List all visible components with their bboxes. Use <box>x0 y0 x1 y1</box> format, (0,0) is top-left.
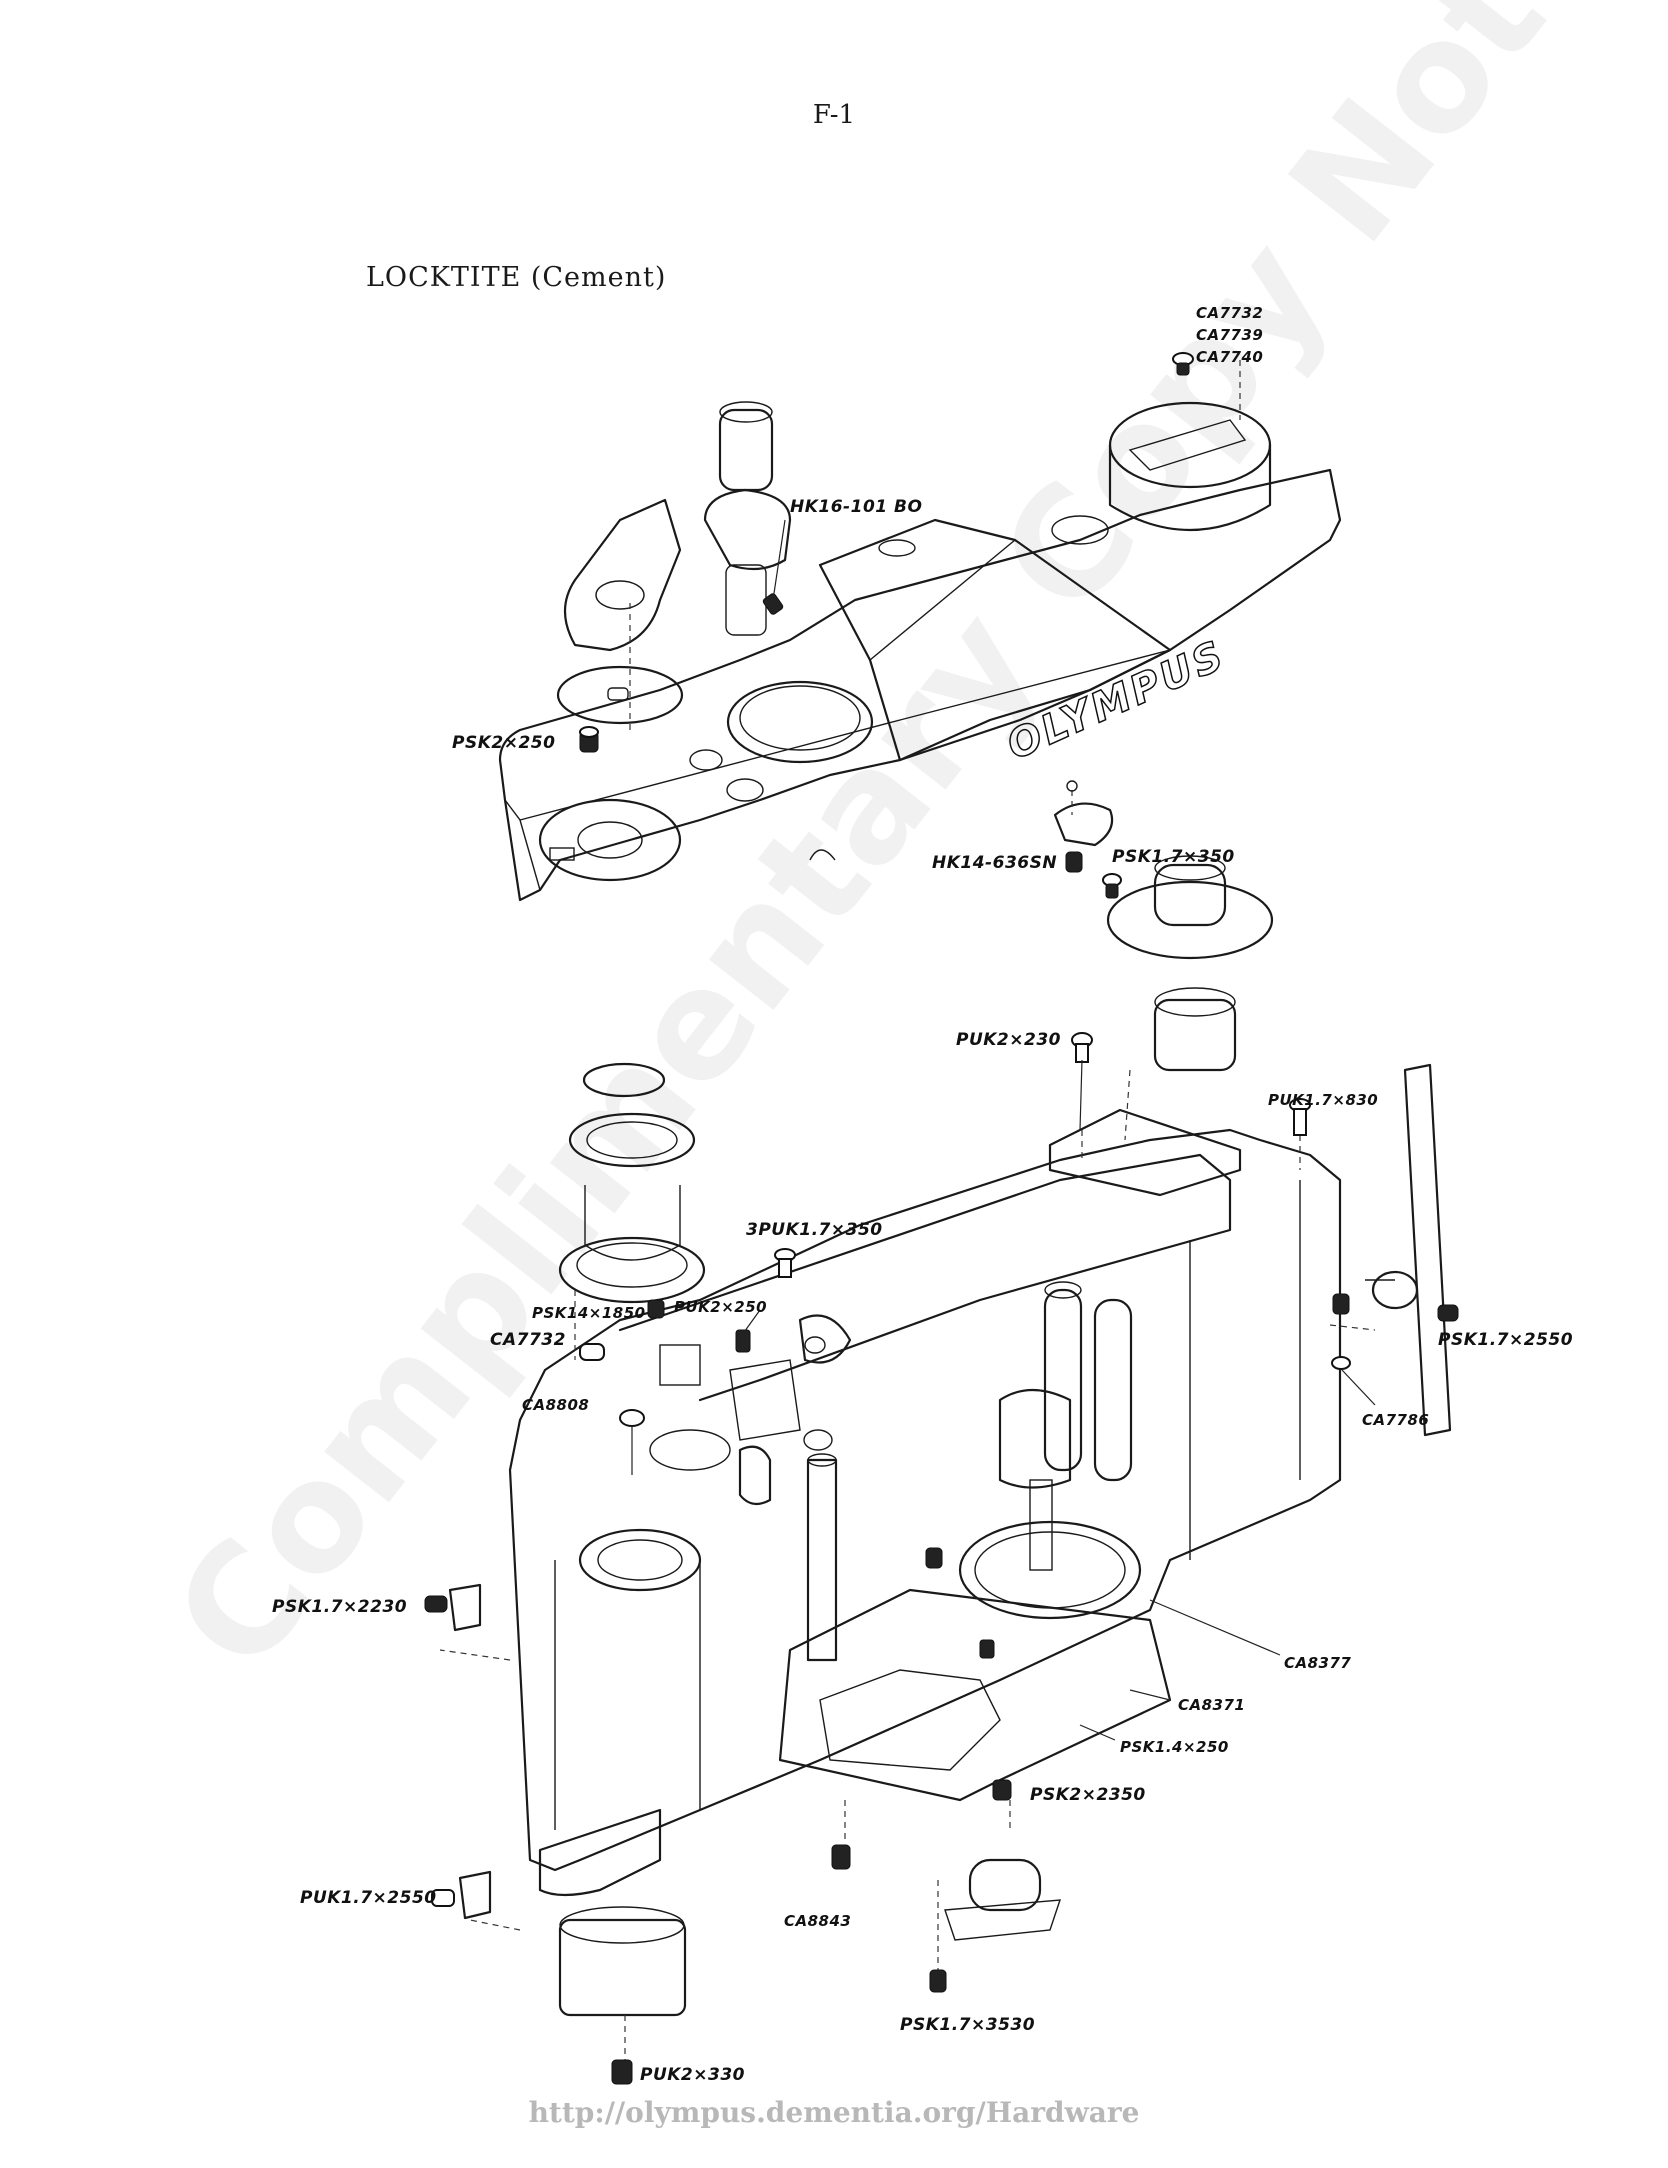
label-psk2-250: PSK2×250 <box>452 733 555 753</box>
label-puk17-830: PUK1.7×830 <box>1268 1091 1378 1109</box>
screw-ca8808 <box>619 1409 645 1475</box>
screw-puk2-330 <box>611 2059 633 2085</box>
label-ca7732-left: CA7732 <box>490 1330 566 1350</box>
screw-ca7786 <box>1331 1293 1351 1370</box>
label-puk2-250: PUK2×250 <box>674 1298 767 1316</box>
label-puk2-330: PUK2×330 <box>640 2065 745 2085</box>
label-psk17-3530: PSK1.7×3530 <box>900 2015 1035 2035</box>
screw-small-center <box>925 1547 995 1659</box>
screw-puk17-2550 <box>431 1870 492 1920</box>
footer-url: http://olympus.dementia.org/Hardware <box>528 2096 1140 2129</box>
screw-puk2-250 <box>735 1329 751 1353</box>
label-3puk17-350: 3PUK1.7×350 <box>746 1220 883 1240</box>
label-ca8843: CA8843 <box>784 1912 851 1930</box>
screw-psk2-250 <box>579 726 599 753</box>
label-hk16: HK16-101 BO <box>790 497 922 517</box>
watermark: Complimentary Copy Not For Sale <box>141 0 1668 1702</box>
label-psk2-2350: PSK2×2350 <box>1030 1785 1146 1805</box>
screw-ca7732-left <box>579 1343 605 1361</box>
screw-hk14 <box>1065 851 1083 873</box>
screw-ca7732-top <box>1172 352 1194 376</box>
label-psk17-2550: PSK1.7×2550 <box>1438 1330 1573 1350</box>
heading: LOCKTITE (Cement) <box>366 262 667 293</box>
main-body <box>508 855 1452 2017</box>
label-puk17-2550: PUK1.7×2550 <box>300 1888 437 1908</box>
screw-psk17-350-top <box>1102 873 1122 899</box>
label-psk17-350-top: PSK1.7×350 <box>1112 847 1235 867</box>
label-ca7786: CA7786 <box>1362 1411 1429 1429</box>
label-puk2-230: PUK2×230 <box>956 1030 1061 1050</box>
label-ca8371: CA8371 <box>1178 1696 1245 1714</box>
screws <box>424 352 1459 2085</box>
part-labels: CA7732 CA7739 CA7740 HK16-101 BO PSK2×25… <box>272 304 1573 2085</box>
screw-puk17-830 <box>1289 1098 1311 1136</box>
label-ca8377: CA8377 <box>1284 1654 1351 1672</box>
leader-lines <box>741 519 1376 1741</box>
screw-ca8843 <box>831 1844 851 1870</box>
screw-puk2-230 <box>1071 1032 1093 1063</box>
label-ca7740: CA7740 <box>1196 348 1263 366</box>
assembly-lines <box>439 360 1376 2060</box>
label-ca7732-top: CA7732 <box>1196 304 1263 322</box>
screw-3puk17-350 <box>774 1248 796 1278</box>
label-hk14: HK14-636SN <box>932 853 1057 873</box>
screw-hk16 <box>762 593 784 615</box>
label-ca7739: CA7739 <box>1196 326 1263 344</box>
label-psk17-2230: PSK1.7×2230 <box>272 1597 407 1617</box>
label-psk14-250: PSK1.4×250 <box>1120 1738 1229 1756</box>
screw-psk17-2550 <box>1437 1304 1459 1322</box>
screw-psk17-3530 <box>929 1969 947 1993</box>
label-psk14-1850: PSK14×1850 <box>532 1304 646 1322</box>
screw-psk17-2230 <box>424 1583 482 1632</box>
screw-psk14-1850 <box>647 1299 665 1319</box>
page-id: F-1 <box>812 100 856 130</box>
screw-psk2-2350 <box>992 1779 1012 1801</box>
label-ca8808: CA8808 <box>522 1396 589 1414</box>
